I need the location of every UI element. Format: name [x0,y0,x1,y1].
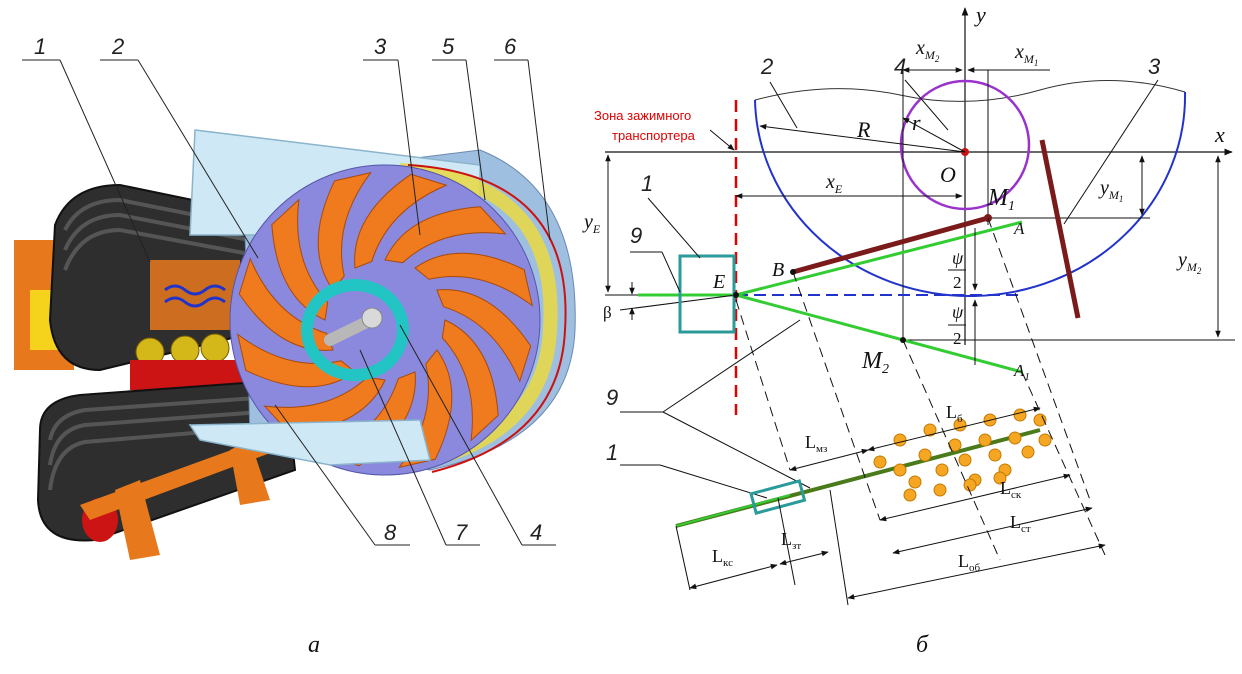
point-O: O [940,162,956,187]
leg-2 [230,440,270,505]
axis-x-label: x [1214,122,1225,147]
schematic: x y Зона зажимного транспортера [582,2,1235,658]
callout-3: 3 [374,34,387,59]
zone-label-1: Зона зажимного [594,108,691,123]
beta-label: β [603,303,612,322]
blade [317,171,372,291]
berry [918,448,932,462]
radius-R: R [856,117,871,142]
berry [903,488,917,502]
berry [893,463,907,477]
gears [135,333,230,367]
zone-label-2: транспортера [612,128,696,143]
berry [963,478,977,492]
brush-fringe [399,163,558,467]
callout-4: 4 [530,520,542,545]
dim-xE: xE [825,171,843,196]
dim-Lb: Lб [946,402,963,425]
berry [873,455,887,469]
berry [958,453,972,467]
sch-callout-1: 1 [641,171,653,196]
machine-illustration: 1 2 3 5 6 8 7 4 а [14,34,576,658]
berry [893,433,907,447]
berry [935,463,949,477]
berry [908,475,922,489]
hub-circle [899,79,1031,211]
dim-yM1: yM1 [1098,177,1123,204]
dim-yE: yE [582,211,601,236]
point-B: B [772,259,784,281]
callout-6: 6 [504,34,517,59]
sch-callout-1b: 1 [606,440,618,465]
axis-y-label: y [974,2,986,27]
point-M1: M1 [987,185,1015,214]
berry [988,448,1002,462]
dim-yM2: yM2 [1176,249,1202,276]
sch-callout-2: 2 [760,54,773,79]
berry [978,433,992,447]
point-M2: M2 [861,348,889,377]
berry [1008,431,1022,445]
dim-Lob: Lоб [958,551,981,574]
dim-Lzt: Lзт [781,529,801,552]
point-A: A [1013,219,1025,238]
blade [271,198,329,321]
psi-half-bot-den: 2 [953,329,962,348]
berry [1013,408,1027,422]
dim-Lsk: Lск [1000,478,1022,501]
point-E: E [712,271,725,293]
blade [398,349,453,469]
blade [384,206,507,264]
blade [354,173,448,269]
lower-cover [188,419,431,466]
dim-xM1: xM1 [1014,41,1038,68]
psi-half-top: ψ [952,248,964,268]
berry [1021,445,1035,459]
leg-1 [115,480,160,560]
dim-xM2: xM2 [915,37,940,64]
dim-Lmz: Lмз [805,432,827,455]
sch-callout-3: 3 [1148,54,1161,79]
callout-1: 1 [34,34,46,59]
dim-Lks: Lкс [712,546,733,569]
point-A1: A1 [1013,361,1030,383]
callout-2: 2 [111,34,124,59]
rotor-disc [229,164,541,476]
dim-Lst: Lст [1010,512,1031,535]
callout-8: 8 [384,520,397,545]
blade-3 [1039,139,1081,319]
berry [933,483,947,497]
blade [414,252,534,307]
psi-half-bot: ψ [952,302,964,322]
caption-b: б [916,632,929,658]
callout-5: 5 [442,34,455,59]
blade [263,376,386,434]
berry [1038,433,1052,447]
springs [164,284,226,308]
sch-callout-9: 9 [630,223,642,248]
sch-callout-4: 4 [894,54,906,79]
blade-BM1 [792,215,989,275]
radius-r: r [912,110,921,135]
blade [441,319,499,442]
sch-callout-9b: 9 [606,385,618,410]
psi-half-top-den: 2 [953,273,962,292]
blade [436,289,532,383]
caption-a: а [308,632,320,658]
callout-7: 7 [455,520,468,545]
